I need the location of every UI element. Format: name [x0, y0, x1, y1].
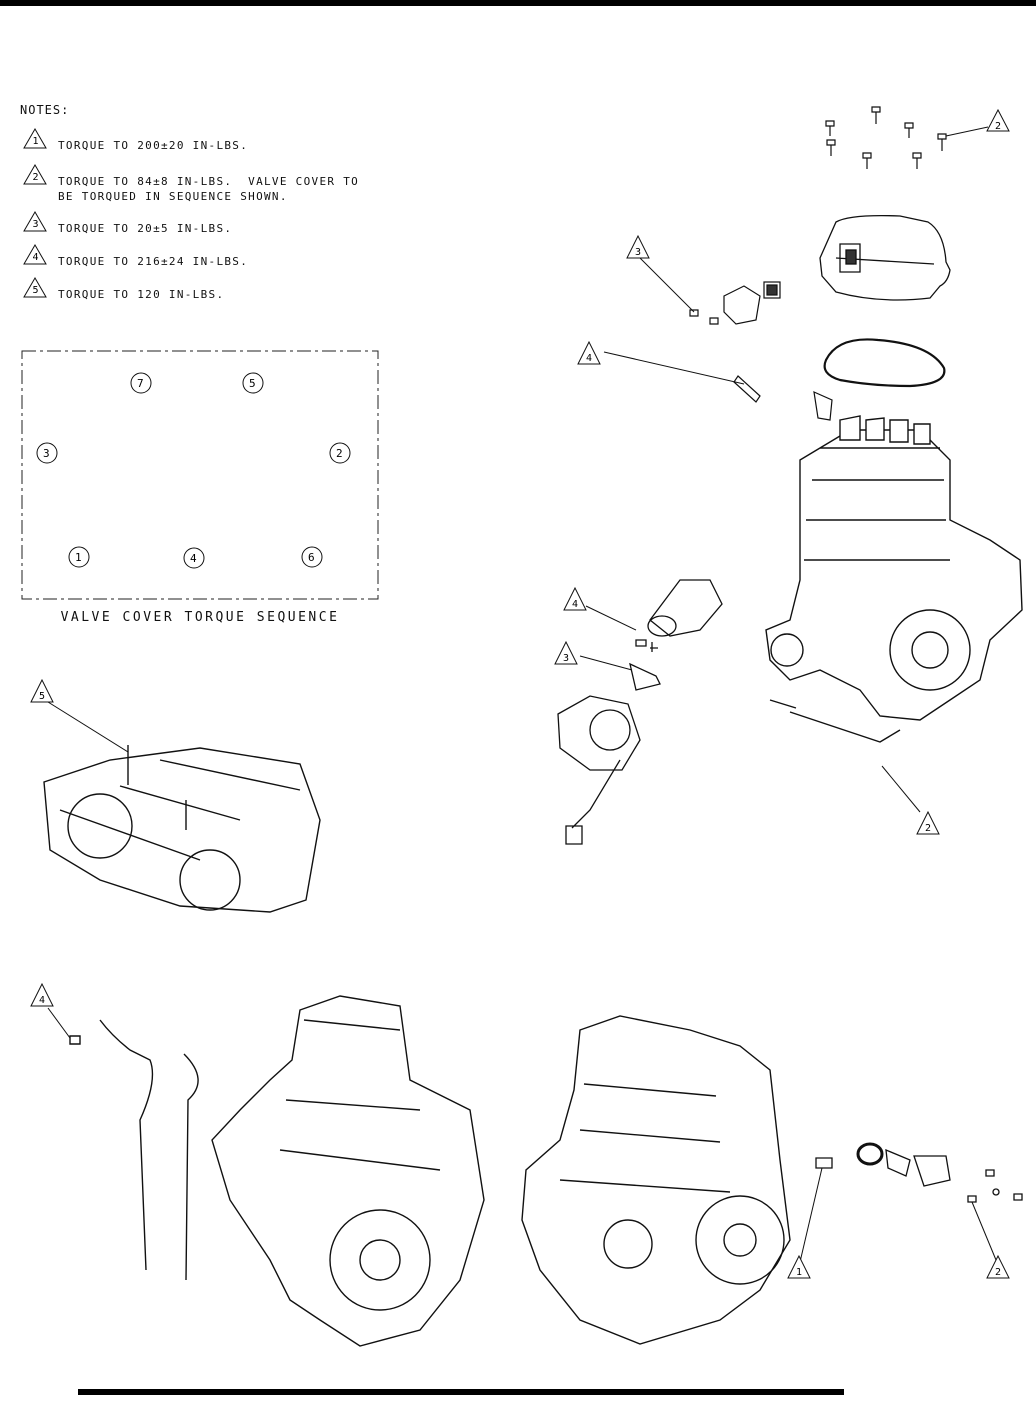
torque-sequence-title: VALVE COVER TORQUE SEQUENCE — [60, 610, 340, 625]
svg-text:5: 5 — [39, 691, 45, 702]
note-4-text: TORQUE TO 216±24 IN-LBS. — [58, 255, 249, 268]
note-3-triangle-icon: 3 — [23, 211, 47, 232]
spark-plug — [733, 375, 833, 421]
svg-text:3: 3 — [563, 653, 569, 664]
callout-crankcase: 5 — [30, 678, 129, 753]
notes-heading: NOTES: — [20, 103, 70, 117]
svg-text:5: 5 — [249, 377, 256, 390]
svg-text:4: 4 — [190, 552, 197, 565]
callout-throttle-screw: 3 — [554, 640, 633, 671]
sequence-point-7: 7 — [130, 372, 152, 394]
engine-assembly-top — [765, 415, 1023, 743]
svg-text:3: 3 — [33, 219, 39, 230]
sequence-point-2: 2 — [329, 442, 351, 464]
bottom-border-rule — [78, 1389, 844, 1395]
svg-text:7: 7 — [137, 377, 144, 390]
note-1-text: TORQUE TO 200±20 IN-LBS. — [58, 139, 249, 152]
svg-text:2: 2 — [336, 447, 343, 460]
callout-thermostat-1: 1 — [787, 1167, 823, 1279]
torque-sequence-diagram: 7 5 3 2 1 4 6 — [21, 350, 379, 600]
top-border-rule — [0, 0, 1036, 6]
svg-text:2: 2 — [995, 121, 1001, 132]
thermostat-parts — [815, 1142, 1023, 1203]
valve-cover-gasket — [823, 338, 946, 388]
note-3-text: TORQUE TO 20±5 IN-LBS. — [58, 222, 233, 235]
crankcase-view — [43, 745, 321, 913]
callout-bolts-top: 2 — [945, 108, 1010, 137]
sequence-point-1: 1 — [68, 546, 90, 568]
svg-text:4: 4 — [33, 252, 39, 263]
note-2-triangle-icon: 2 — [23, 164, 47, 185]
callout-intake-bolt: 4 — [563, 586, 637, 631]
svg-text:3: 3 — [635, 247, 641, 258]
engine-assembly-lower-right — [521, 1015, 791, 1345]
svg-text:1: 1 — [75, 551, 82, 564]
callout-spark-plug: 4 — [577, 340, 745, 385]
callout-lower-left: 4 — [30, 982, 71, 1039]
svg-text:6: 6 — [308, 551, 315, 564]
sensor-assembly — [689, 281, 781, 325]
note-5-triangle-icon: 5 — [23, 277, 47, 298]
note-5-text: TORQUE TO 120 IN-LBS. — [58, 288, 225, 301]
svg-text:1: 1 — [33, 136, 39, 147]
valve-cover — [819, 214, 951, 301]
svg-text:4: 4 — [572, 599, 578, 610]
throttle-body — [557, 695, 641, 845]
svg-text:5: 5 — [33, 285, 39, 296]
svg-text:2: 2 — [995, 1267, 1001, 1278]
sequence-point-4: 4 — [183, 547, 205, 569]
svg-text:2: 2 — [33, 172, 39, 183]
sequence-point-6: 6 — [301, 546, 323, 568]
engine-assembly-lower-left — [69, 995, 485, 1347]
note-4-triangle-icon: 4 — [23, 244, 47, 265]
sequence-point-3: 3 — [36, 442, 58, 464]
svg-text:1: 1 — [796, 1267, 802, 1278]
intake-boot — [629, 579, 723, 691]
note-1-triangle-icon: 1 — [23, 128, 47, 149]
svg-text:4: 4 — [39, 995, 45, 1006]
valve-cover-bolts — [825, 106, 947, 169]
note-2-text: TORQUE TO 84±8 IN-LBS. VALVE COVER TO BE… — [58, 175, 360, 203]
svg-text:2: 2 — [925, 823, 931, 834]
callout-sensor-cover: 3 — [626, 234, 695, 313]
sequence-point-5: 5 — [242, 372, 264, 394]
svg-text:4: 4 — [586, 353, 592, 364]
svg-text:3: 3 — [43, 447, 50, 460]
callout-lower-right: 2 — [881, 765, 940, 835]
callout-thermostat-2: 2 — [971, 1201, 1010, 1279]
